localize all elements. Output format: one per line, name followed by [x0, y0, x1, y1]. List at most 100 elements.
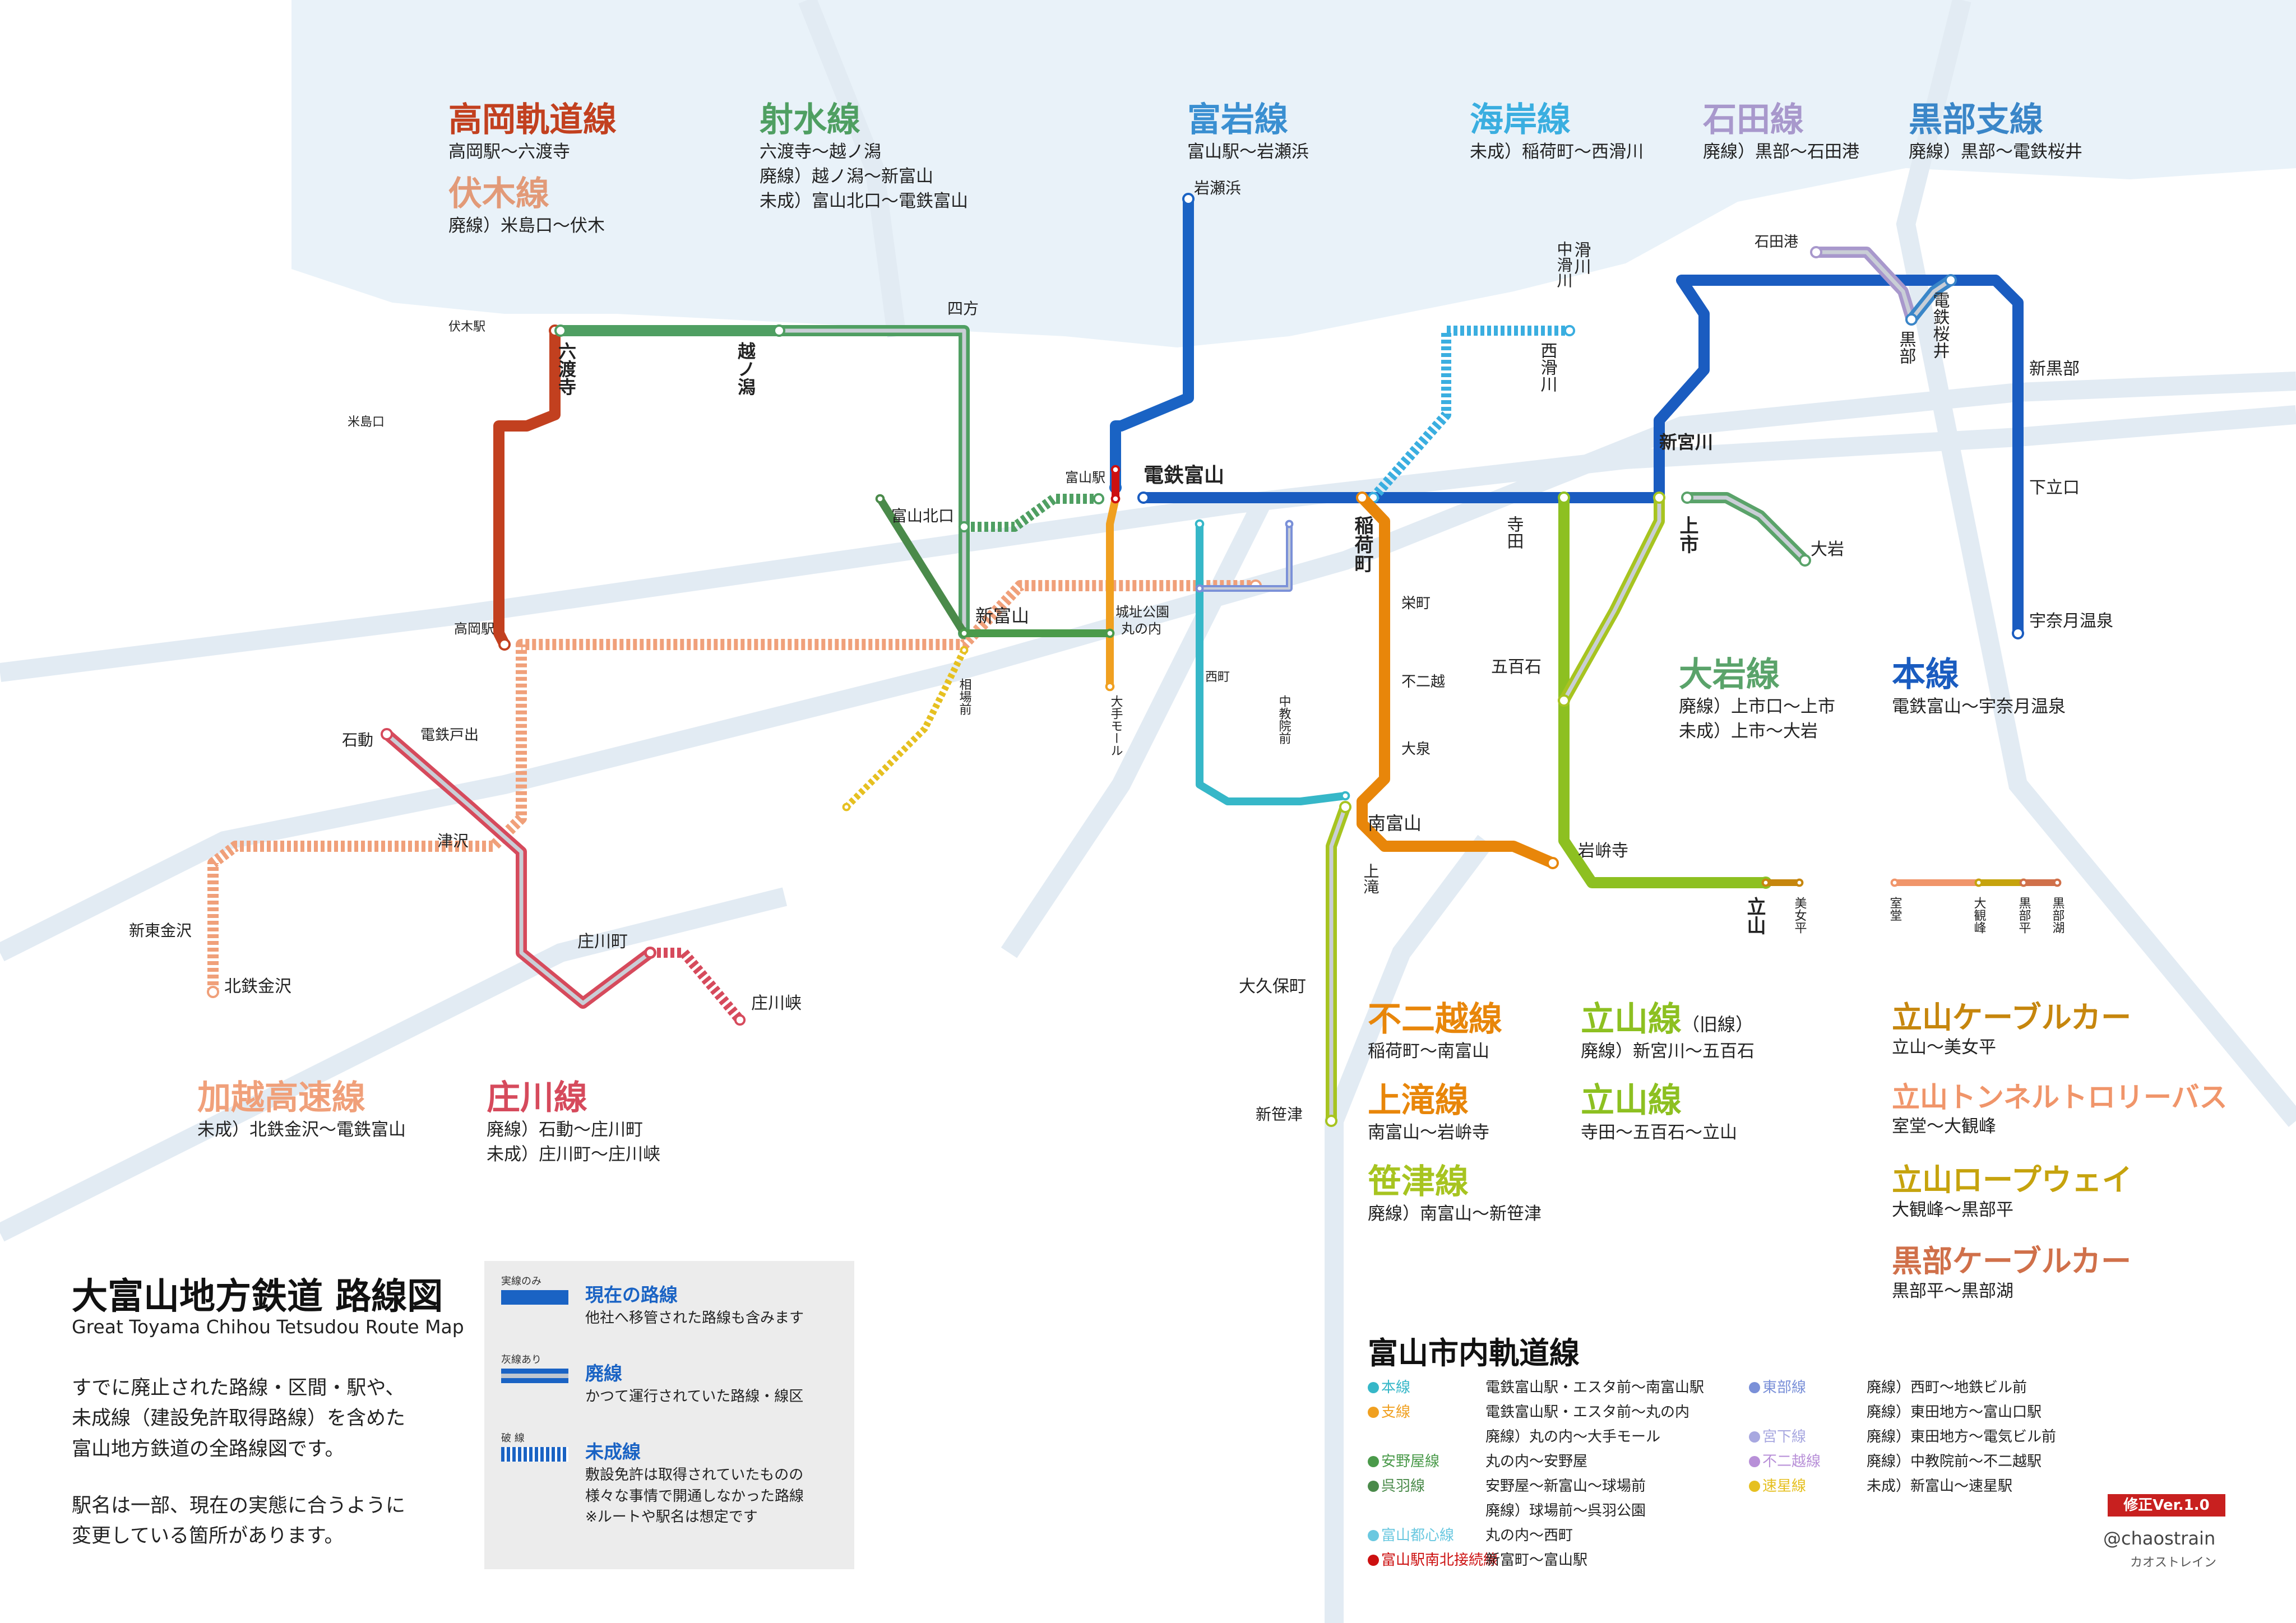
station-label: 五百石 [1491, 657, 1542, 677]
line-label-sasazu: 笹津線 廃線）南富山〜新笹津 [1368, 1163, 1542, 1226]
tram-row: 東部線廃線）西町〜地鉄ビル前 [1749, 1376, 2027, 1397]
station-marker [960, 646, 969, 655]
line-label-ropeway: 立山ロープウェイ 大観峰〜黒部平 [1892, 1162, 2132, 1222]
legend-item-current: 実線のみ 現在の路線 他社へ移管された路線も含みます [501, 1273, 804, 1327]
route-imizu_unbuilt [964, 494, 1099, 532]
tram-line-desc: 廃線）球場前〜呉羽公園 [1485, 1503, 1646, 1519]
line-title: 立山線 [1581, 1000, 1682, 1039]
station-marker [1905, 313, 1918, 326]
tram-row: 廃線）丸の内〜大手モール [1368, 1425, 1660, 1446]
line-desc: 未成）稲荷町〜西滑川 [1470, 142, 1644, 162]
line-desc: 廃線）上市口〜上市 [1679, 697, 1835, 717]
station-label: 富山北口 [891, 507, 954, 525]
station-label: 大久保町 [1239, 977, 1306, 996]
line-label-kaigan: 海岸線 未成）稲荷町〜西滑川 [1470, 101, 1644, 164]
station-marker [1799, 554, 1811, 567]
description-block-1: すでに廃止された路線・区間・駅や、 未成線（建設免許取得路線）を含めた 富山地方… [72, 1373, 464, 1464]
legend-tag: 実線のみ [501, 1276, 541, 1287]
station-label: 大観峰 [1972, 897, 1987, 934]
route-fujikoshi [1357, 494, 1555, 869]
station-label: 立山 [1743, 897, 1766, 935]
station-marker [875, 494, 885, 504]
description-block-2: 駅名は一部、現在の実態に合うように 変更している箇所があります。 [72, 1491, 464, 1552]
station-marker [1563, 324, 1576, 337]
station-marker [1182, 193, 1195, 205]
station-label: 米島口 [348, 415, 385, 429]
tram-line-name: 宮下線 [1749, 1425, 1867, 1446]
line-desc: 高岡駅〜六渡寺 [448, 142, 570, 162]
tram-line-desc: 新富町〜富山駅 [1485, 1552, 1588, 1569]
line-desc: 未成）富山北口〜電鉄富山 [760, 191, 968, 212]
description-line: 変更している箇所があります。 [72, 1525, 344, 1548]
line-desc: 廃線）南富山〜新笹津 [1368, 1204, 1542, 1224]
tram-line-color-dot [1368, 1481, 1379, 1492]
line-label-tunnel-bus: 立山トンネルトロリーバス 室堂〜大観峰 [1892, 1081, 2228, 1139]
line-title: 立山ロープウェイ [1892, 1162, 2132, 1198]
station-marker [1195, 519, 1205, 529]
station-marker [1285, 520, 1294, 528]
station-label: 越ノ潟 [735, 342, 756, 396]
station-marker [1974, 878, 1983, 887]
tram-line-label: 支線 [1381, 1404, 1411, 1421]
station-marker [1356, 491, 1368, 504]
station-marker [1137, 491, 1150, 504]
route-kurehatori [877, 497, 968, 636]
station-label: 南富山 [1368, 813, 1422, 834]
jr-line-bg [0, 887, 788, 1242]
station-marker [1547, 857, 1559, 869]
route-kaigan [1369, 326, 1570, 501]
tram-row: 廃線）球場前〜呉羽公園 [1368, 1499, 1646, 1520]
line-desc: 廃線）米島口〜伏木 [448, 216, 605, 236]
route-kaetsu [207, 580, 1256, 992]
legend-desc-line: 敷設免許は取得されていたものの [585, 1467, 804, 1483]
station-marker [959, 628, 969, 638]
tram-line-name: 富山駅南北接続線 [1368, 1548, 1498, 1569]
station-label: 電鉄富山 [1144, 463, 1224, 487]
station-marker [734, 1014, 746, 1026]
line-title: 不二越線 [1368, 1000, 1502, 1039]
station-label: 新黒部 [2029, 359, 2080, 379]
tram-line-color-dot [1749, 1481, 1760, 1492]
station-label: 庄川町 [577, 932, 628, 952]
line-title: 立山線 [1581, 1081, 1682, 1120]
legend-name: 廃線 [585, 1362, 622, 1384]
station-label: 上市 [1676, 516, 1698, 554]
tram-row: 富山駅南北接続線新富町〜富山駅 [1368, 1548, 1587, 1569]
line-label-shokawa: 庄川線 廃線）石動〜庄川町 未成）庄川町〜庄川峡 [487, 1079, 660, 1167]
station-label: 西滑川 [1538, 342, 1558, 392]
legend-desc-line: ※ルートや駅名は想定です [585, 1509, 758, 1526]
station-label: 新宮川 [1659, 432, 1713, 453]
station-marker [1195, 584, 1204, 593]
tram-line-desc: 電鉄富山駅・エスタ前〜南富山駅 [1485, 1379, 1705, 1396]
station-marker [773, 324, 785, 337]
version-badge: 修正Ver.1.0 [2108, 1494, 2225, 1517]
route-kurobe_branch [1910, 279, 1952, 321]
line-title: 黒部支線 [1909, 100, 2043, 140]
line-desc: 稲荷町〜南富山 [1368, 1041, 1489, 1061]
station-label: 庄川峡 [751, 994, 802, 1013]
tram-row: 本線電鉄富山駅・エスタ前〜南富山駅 [1368, 1376, 1704, 1397]
station-marker [1761, 878, 1770, 887]
station-label: 黒部 [1896, 331, 1916, 364]
line-label-kaetsu: 加越高速線 未成）北鉄金沢〜電鉄富山 [197, 1079, 406, 1142]
map-subtitle: Great Toyama Chihou Tetsudou Route Map [72, 1316, 464, 1338]
station-marker [1558, 694, 1570, 707]
station-label: 室堂 [1888, 897, 1902, 921]
line-label-kamitaki: 上滝線 南富山〜岩峅寺 [1368, 1082, 1489, 1145]
legend-name: 現在の路線 [585, 1284, 678, 1306]
line-title: 伏木線 [448, 174, 549, 214]
legend-name: 未成線 [585, 1441, 641, 1463]
line-title: 立山ケーブルカー [1892, 1000, 2132, 1035]
line-title: 富岩線 [1187, 100, 1288, 140]
legend-item-abandoned: 灰線あり 廃線 かつて運行されていた路線・線区 [501, 1352, 803, 1405]
tram-line-color-dot [1368, 1407, 1379, 1418]
station-marker [1340, 791, 1350, 801]
tram-line-label: 不二越線 [1762, 1453, 1821, 1470]
station-label: 六渡寺 [556, 342, 577, 396]
jr-line-bg [0, 372, 2296, 962]
jr-line-bg [798, 0, 906, 338]
route-main [1144, 275, 2024, 633]
station-label: 黒部湖 [2050, 897, 2065, 934]
station-marker [1810, 246, 1822, 258]
tram-line-name: 本線 [1368, 1376, 1485, 1397]
